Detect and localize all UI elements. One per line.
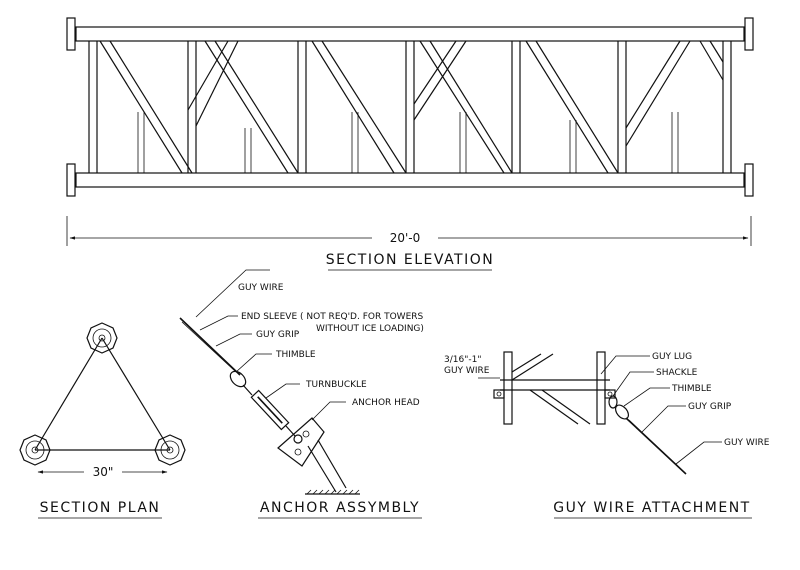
rear-verticals xyxy=(137,112,679,173)
diagonal-bracing xyxy=(99,40,724,174)
label-wire-size-guy-wire: GUY WIRE xyxy=(444,366,490,376)
label-guy-wire: GUY WIRE xyxy=(238,283,284,293)
label-turnbuckle: TURNBUCKLE xyxy=(305,380,367,390)
end-plate-right-bottom xyxy=(744,163,754,197)
tower-leg-right xyxy=(596,351,606,425)
top-chord xyxy=(75,26,745,42)
label-thimble: THIMBLE xyxy=(275,350,316,360)
label-end-sleeve-note: WITHOUT ICE LOADING) xyxy=(316,324,424,334)
thimble xyxy=(229,370,247,388)
anchor-head xyxy=(277,417,325,467)
section-plan-drawing: 30" SECTION PLAN xyxy=(19,322,186,519)
plan-dimension: 30" xyxy=(93,465,114,479)
anchor-assembly-drawing: GUY WIRE END SLEEVE ( NOT REQ'D. FOR TOW… xyxy=(179,269,424,519)
bottom-chord xyxy=(75,172,745,188)
anchor-assembly-title: ANCHOR ASSYMBLY xyxy=(260,500,420,516)
label-shackle: SHACKLE xyxy=(656,368,698,378)
guy-lug xyxy=(604,389,616,399)
tower-leg-left xyxy=(503,351,513,425)
leg-top xyxy=(86,322,118,354)
elevation-dimension: 20'-0 xyxy=(390,231,421,245)
guy-wire-attachment-drawing: 3/16"-1" GUY WIRE GUY LUG SHACKLE THIMBL… xyxy=(444,351,770,519)
guy-wire-attachment-title: GUY WIRE ATTACHMENT xyxy=(553,500,750,516)
label-guy-grip: GUY GRIP xyxy=(256,330,300,340)
interior-verticals xyxy=(187,41,627,173)
label-end-sleeve: END SLEEVE ( NOT REQ'D. FOR TOWERS xyxy=(241,312,424,322)
leg-left xyxy=(19,434,51,466)
label-anchor-head: ANCHOR HEAD xyxy=(352,398,420,408)
section-elevation-drawing: 20'-0 SECTION ELEVATION xyxy=(66,17,754,271)
label-thimble-attachment: THIMBLE xyxy=(671,384,712,394)
label-guy-grip-attachment: GUY GRIP xyxy=(688,402,732,412)
turnbuckle xyxy=(250,389,290,431)
label-guy-wire-attachment: GUY WIRE xyxy=(724,438,770,448)
label-guy-lug: GUY LUG xyxy=(652,352,692,362)
end-plate-left-top xyxy=(66,17,76,51)
label-wire-size: 3/16"-1" xyxy=(444,355,481,365)
leader-guy-wire xyxy=(195,269,270,318)
guy-wire xyxy=(179,317,241,376)
end-plate-left-bottom xyxy=(66,163,76,197)
section-elevation-title: SECTION ELEVATION xyxy=(326,252,494,268)
leg-right xyxy=(154,434,186,466)
guy-lug-left xyxy=(493,389,505,399)
section-plan-title: SECTION PLAN xyxy=(40,500,161,516)
end-plate-right-top xyxy=(744,17,754,51)
